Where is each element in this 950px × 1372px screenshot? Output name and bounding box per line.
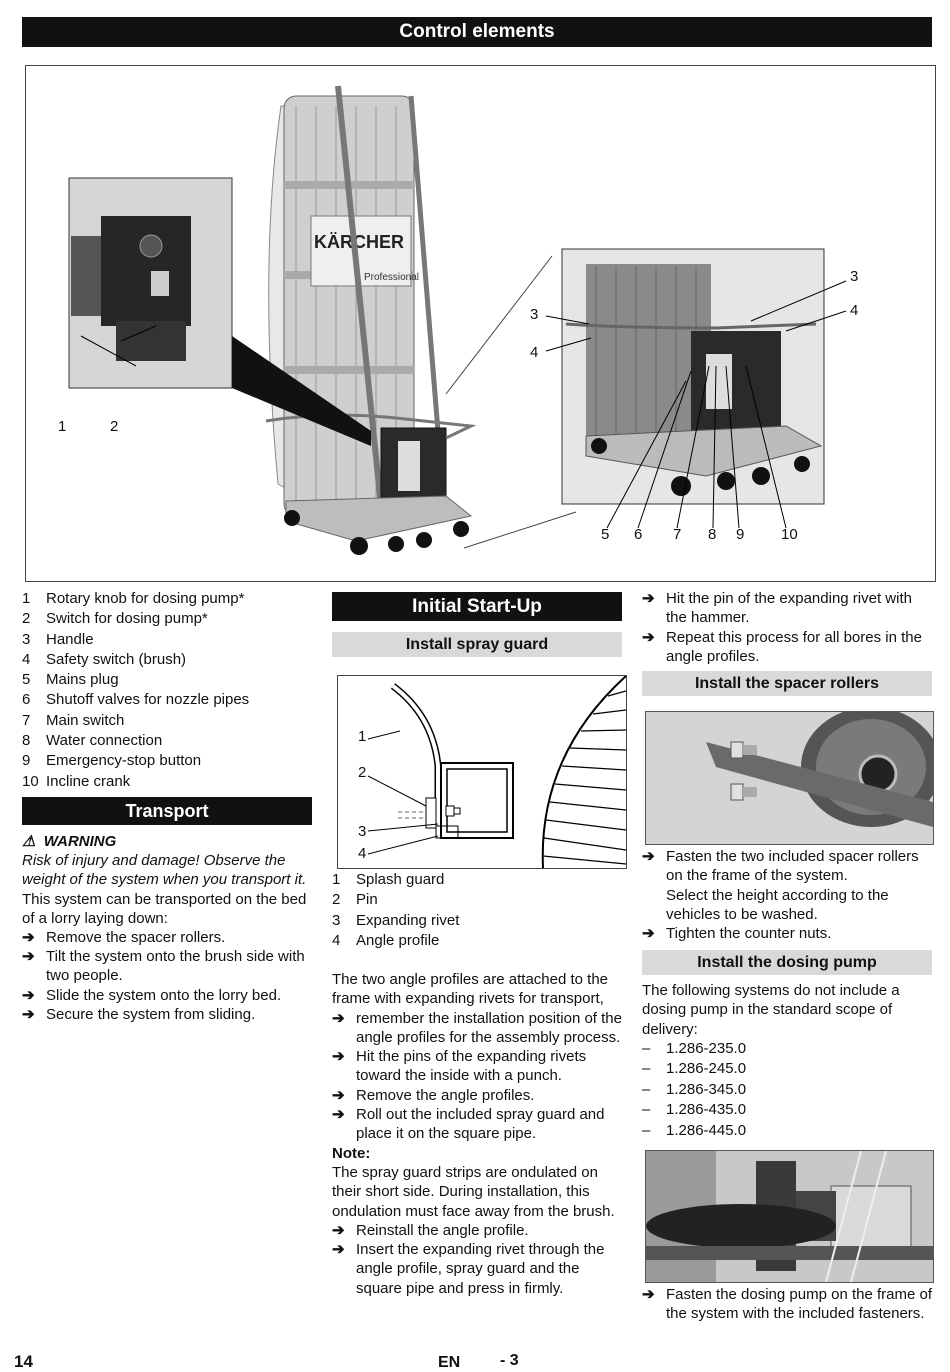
dosing-pump-instructions: ➔Fasten the dosing pump on the frame of … [642, 1285, 934, 1324]
fig-label-2: 2 [358, 764, 367, 781]
dosing-pump-section: The following systems do not include a d… [642, 981, 934, 1141]
list-item: ➔Roll out the included spray guard and p… [332, 1106, 605, 1143]
language-code: EN [438, 1354, 461, 1371]
arrow-icon: ➔ [22, 948, 35, 966]
list-item: –1.286-345.0 [642, 1080, 747, 1098]
callout-8: 8 [708, 526, 717, 543]
callout-10: 10 [781, 526, 798, 543]
brand-logo-text: KÄRCHER [314, 232, 404, 252]
warning-icon: ⚠ [22, 833, 36, 850]
spray-guard-instructions: The two angle profiles are attached to t… [332, 970, 624, 1298]
list-item: –1.286-445.0 [642, 1121, 747, 1139]
list-item: ➔Secure the system from sliding. [22, 1005, 256, 1023]
arrow-icon: ➔ [642, 628, 655, 646]
arrow-icon: ➔ [332, 1086, 345, 1104]
dosing-pump-intro: The following systems do not include a d… [642, 982, 900, 1038]
list-item: ➔remember the installation position of t… [332, 1009, 622, 1046]
section-title-transport: Transport [22, 797, 312, 825]
list-item: –1.286-235.0 [642, 1039, 747, 1057]
arrow-icon: ➔ [22, 1005, 35, 1023]
spacer-rollers-extra: Select the height according to the vehic… [666, 886, 889, 923]
section-title-initial-startup: Initial Start-Up [332, 592, 622, 621]
transport-intro: This system can be transported on the be… [22, 890, 307, 927]
sub-page-number: - 3 [500, 1352, 519, 1369]
callout-3-right: 3 [850, 268, 859, 285]
callout-7: 7 [673, 526, 682, 543]
list-item: ➔Tighten the counter nuts. [642, 925, 832, 943]
callout-1: 1 [58, 418, 67, 435]
arrow-icon: ➔ [642, 590, 655, 607]
callout-5: 5 [601, 526, 610, 543]
spray-guard-figure: 1 2 3 4 [337, 675, 627, 869]
arrow-icon: ➔ [332, 1106, 345, 1124]
list-item: ➔Tilt the system onto the brush side wit… [22, 948, 305, 985]
list-item: ➔Reinstall the angle profile. [332, 1221, 529, 1239]
fig-label-1: 1 [358, 728, 367, 745]
spacer-rollers-instructions: ➔Fasten the two included spacer rollers … [642, 847, 934, 943]
arrow-icon: ➔ [332, 1048, 345, 1066]
arrow-icon: ➔ [22, 929, 35, 947]
warning-label: ⚠ WARNING [22, 833, 117, 850]
machine-illustration: KÄRCHER Professional [68, 85, 847, 555]
list-item: ➔Remove the angle profiles. [332, 1086, 535, 1104]
fig-label-4: 4 [358, 845, 367, 862]
list-item: ➔Insert the expanding rivet through the … [332, 1241, 605, 1297]
callout-9: 9 [736, 526, 745, 543]
transport-section: ⚠ WARNING Risk of injury and damage! Obs… [22, 832, 314, 1024]
page-number: 14 [14, 1352, 33, 1371]
warning-text: Risk of injury and damage! Observe the w… [22, 852, 307, 889]
arrow-icon: ➔ [642, 925, 655, 943]
subsection-title-spacer-rollers: Install the spacer rollers [642, 671, 932, 696]
arrow-icon: ➔ [332, 1009, 345, 1027]
spacer-rollers-photo [645, 711, 934, 845]
callout-3-left: 3 [530, 306, 539, 323]
arrow-icon: ➔ [22, 986, 35, 1004]
brand-sub-text: Professional [364, 272, 419, 283]
list-item: ➔Fasten the two included spacer rollers … [642, 848, 919, 885]
callout-2: 2 [110, 418, 119, 435]
subsection-title-dosing-pump: Install the dosing pump [642, 950, 932, 975]
callout-4-left: 4 [530, 344, 539, 361]
fig-label-3: 3 [358, 823, 367, 840]
list-item: –1.286-245.0 [642, 1060, 747, 1078]
callout-4-right: 4 [850, 302, 859, 319]
control-elements-figure: KÄRCHER Professional [25, 65, 936, 582]
note-text: The spray guard strips are ondulated on … [332, 1163, 615, 1220]
list-item: ➔Remove the spacer rollers. [22, 929, 226, 947]
list-item: ➔Slide the system onto the lorry bed. [22, 986, 282, 1004]
dosing-pump-photo [645, 1150, 934, 1283]
list-item: ➔Hit the pin of the expanding rivet with… [642, 590, 912, 627]
list-item: ➔Fasten the dosing pump on the frame of … [642, 1286, 932, 1323]
note-label: Note: [332, 1144, 371, 1162]
subsection-title-spray-guard: Install spray guard [332, 632, 622, 657]
arrow-icon: ➔ [332, 1241, 345, 1259]
list-item: –1.286-435.0 [642, 1101, 747, 1119]
list-item: ➔Hit the pins of the expanding rivets to… [332, 1048, 587, 1085]
list-item: ➔Repeat this process for all bores in th… [642, 628, 922, 665]
spray-guard-intro: The two angle profiles are attached to t… [332, 971, 609, 1008]
arrow-icon: ➔ [332, 1221, 345, 1239]
spray-guard-continued: ➔Hit the pin of the expanding rivet with… [642, 589, 934, 666]
callout-6: 6 [634, 526, 643, 543]
section-title-control-elements: Control elements [22, 17, 932, 47]
arrow-icon: ➔ [642, 848, 655, 865]
arrow-icon: ➔ [642, 1286, 655, 1303]
